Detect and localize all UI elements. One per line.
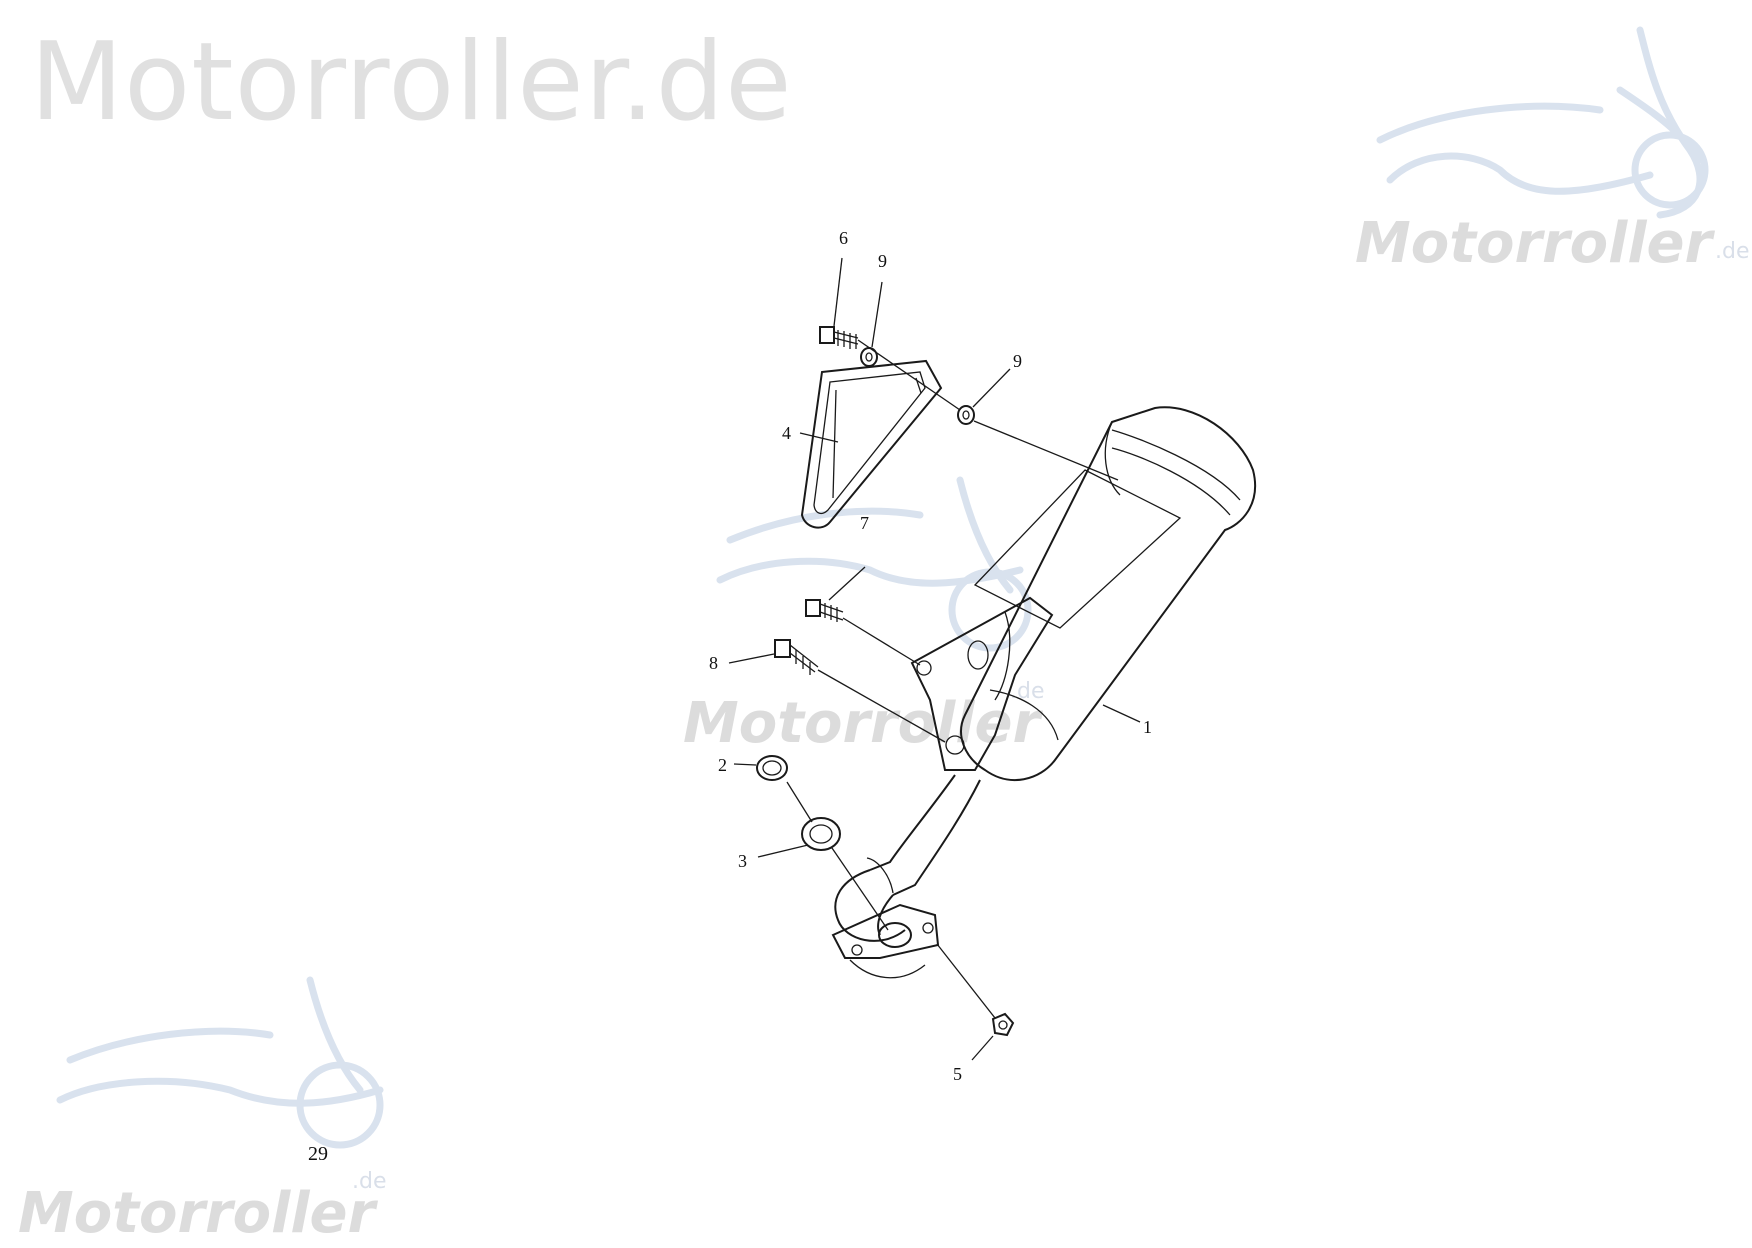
callout-7: 7 (860, 513, 869, 533)
part-9-washer-lower (957, 405, 975, 425)
callout-9-upper: 9 (878, 251, 887, 271)
part-8-bolt (774, 639, 819, 675)
scooter-logo-icon (1376, 26, 1709, 219)
watermark-logo-suffix: .de (1010, 679, 1045, 704)
part-4-strap-bracket (800, 359, 943, 529)
part-6-bolt (819, 326, 859, 349)
callout-1: 1 (1143, 717, 1152, 737)
watermark-logo-text: Motorroller (683, 691, 1044, 756)
watermark-logo-center: .de Motorroller (683, 476, 1045, 756)
watermark-logo-bottom-left: .de Motorroller (18, 976, 387, 1246)
part-3-gasket (801, 817, 841, 851)
watermark-logo-suffix: .de (1715, 239, 1750, 264)
part-7-bolt (805, 599, 844, 622)
callout-labels: 1 2 3 4 5 6 7 8 9 9 (709, 228, 1152, 1084)
callout-3: 3 (738, 851, 747, 871)
watermark-logo-text: Motorroller (1355, 211, 1716, 276)
watermark-logo-suffix: .de (352, 1169, 387, 1194)
scooter-logo-icon (56, 976, 384, 1149)
watermark-logo-text: Motorroller (18, 1181, 379, 1246)
scooter-logo-icon (716, 476, 1032, 652)
assembly-lines (786, 339, 1119, 1019)
watermark-logo-top-right: .de Motorroller (1355, 26, 1750, 276)
leader-lines (728, 257, 1141, 1061)
callout-6: 6 (839, 228, 848, 248)
part-5-nut (991, 1012, 1015, 1037)
watermark-site-text: Motorroller.de (30, 20, 793, 145)
part-exhaust-pipe (834, 774, 981, 942)
callout-4: 4 (782, 423, 791, 443)
callout-8: 8 (709, 653, 718, 673)
part-mounting-bracket (910, 596, 1054, 771)
part-2-gasket (756, 755, 788, 781)
part-exhaust-flange (831, 903, 940, 979)
callout-5: 5 (953, 1064, 962, 1084)
page-number: 29 (308, 1143, 328, 1165)
callout-9-lower: 9 (1013, 351, 1022, 371)
callout-2: 2 (718, 755, 727, 775)
